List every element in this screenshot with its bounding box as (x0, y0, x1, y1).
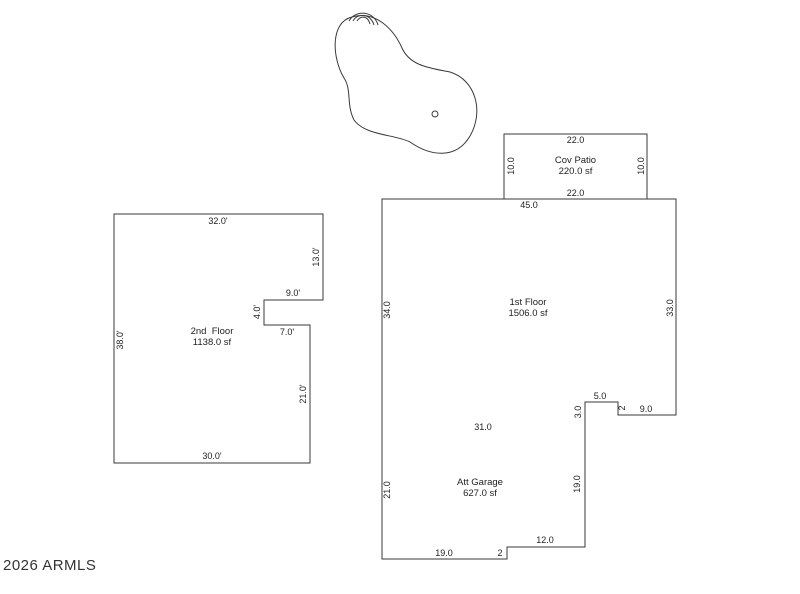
att-garage-dim-step: 2 (497, 548, 502, 558)
cov-patio-area: 220.0 sf (559, 166, 593, 177)
cov-patio-dim-left: 10.0 (506, 157, 516, 175)
att-garage: 31.0 21.0 19.0 19.0 2 12.0 Att Garage 62… (381, 421, 586, 560)
first-floor-dim-left: 34.0 (382, 301, 392, 319)
cov-patio: 22.0 22.0 10.0 10.0 Cov Patio 220.0 sf (503, 133, 648, 200)
first-floor-area: 1506.0 sf (508, 308, 547, 319)
first-floor-dim-notch-top: 5.0 (594, 391, 607, 401)
cov-patio-dim-top: 22.0 (567, 135, 585, 145)
first-floor-name: 1st Floor (510, 297, 547, 308)
att-garage-dim-bottom-right: 12.0 (536, 535, 554, 545)
copyright-watermark: 2026 ARMLS (3, 557, 97, 574)
pool-steps-outer (348, 12, 379, 26)
first-floor-dim-bottom-right: 9.0 (640, 404, 653, 414)
second-floor-dim-right-lower: 21.0' (298, 384, 308, 404)
cov-patio-dim-right: 10.0 (636, 157, 646, 175)
att-garage-dim-top: 31.0 (474, 422, 492, 432)
pool-steps-inner (356, 16, 371, 25)
att-garage-dim-right: 19.0 (572, 475, 582, 493)
pool-drain (431, 110, 439, 118)
second-floor-dim-left: 38.0' (115, 330, 125, 350)
first-floor-dim-notch-left: 3.0 (573, 406, 583, 419)
second-floor-dim-step-bottom: 7.0' (280, 327, 295, 337)
pool-steps-middle (352, 14, 375, 26)
att-garage-dim-bottom-left: 19.0 (435, 548, 453, 558)
att-garage-name: Att Garage (457, 477, 503, 488)
pool-outline (334, 15, 478, 154)
att-garage-outline (381, 421, 586, 560)
att-garage-area: 627.0 sf (463, 488, 497, 499)
second-floor-dim-right-upper: 13.0' (311, 247, 321, 267)
second-floor-outline (113, 213, 324, 464)
first-floor-dim-top: 45.0 (520, 200, 538, 210)
second-floor-dim-step-side: 4.0' (252, 305, 262, 320)
second-floor-dim-top: 32.0' (208, 216, 228, 226)
first-floor: 45.0 34.0 33.0 5.0 3.0 2 9.0 1st Floor 1… (381, 198, 677, 421)
second-floor-area: 1138.0 sf (193, 337, 232, 348)
second-floor: 32.0' 13.0' 9.0' 4.0' 7.0' 21.0' 30.0' 3… (113, 213, 324, 464)
first-floor-outline (381, 198, 677, 421)
cov-patio-dim-bottom: 22.0 (567, 188, 585, 198)
cov-patio-name: Cov Patio (555, 155, 596, 166)
att-garage-dim-left: 21.0 (382, 481, 392, 499)
first-floor-dim-notch-right: 2 (617, 405, 627, 410)
second-floor-name: 2nd Floor (191, 326, 234, 337)
second-floor-dim-step-top: 9.0' (286, 288, 301, 298)
second-floor-dim-bottom: 30.0' (202, 451, 222, 461)
pool (334, 12, 478, 154)
first-floor-dim-right: 33.0 (665, 299, 675, 317)
